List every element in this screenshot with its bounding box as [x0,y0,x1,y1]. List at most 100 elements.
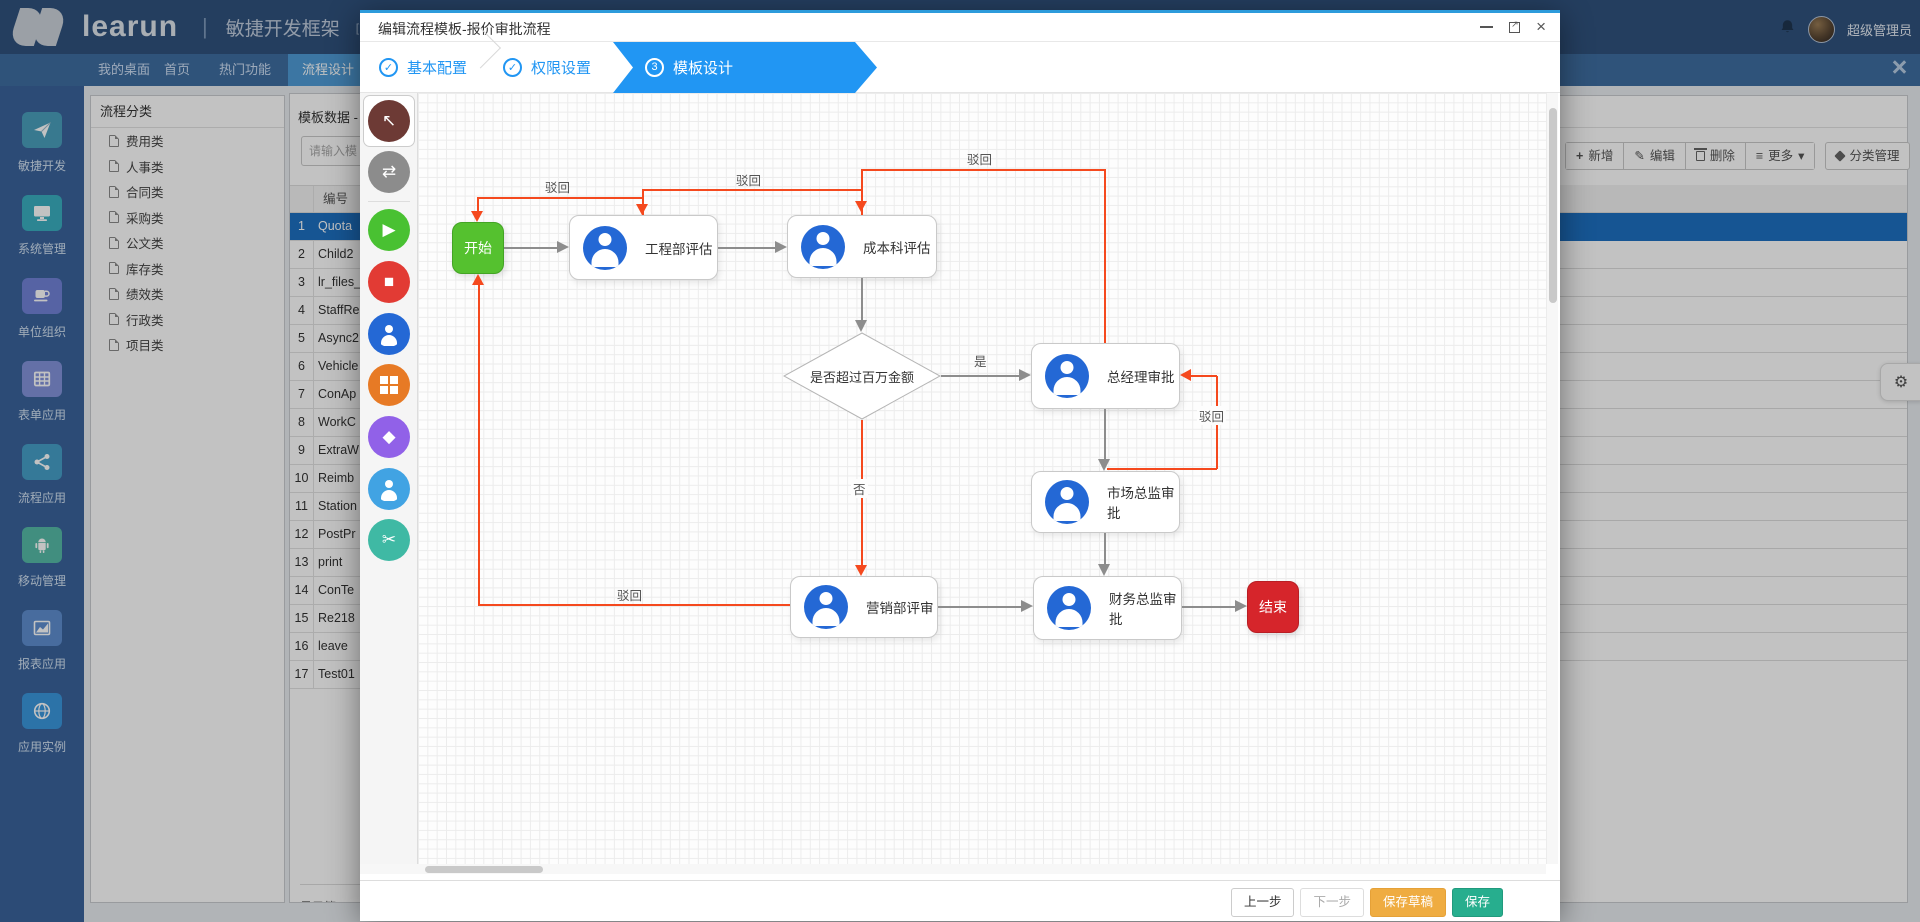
tab-4[interactable]: 流程设计 [288,54,369,86]
next-step-button[interactable]: 下一步 [1300,888,1364,917]
category-item[interactable]: 项目类 [91,332,284,358]
category-manage-button[interactable]: 分类管理 [1825,142,1911,170]
sidebar-item-label: 表单应用 [17,408,66,422]
tab-2[interactable]: 首页 [164,62,191,77]
edge-label: 驳回 [617,589,643,603]
category-item[interactable]: 费用类 [91,128,284,154]
template-search-input[interactable]: 请输入模 [301,136,365,166]
sidebar-item-4[interactable]: 表单应用 [0,361,84,423]
edit-button[interactable]: ✎编辑 [1624,142,1686,170]
category-item[interactable]: 绩效类 [91,281,284,307]
save-button[interactable]: 保存 [1451,888,1503,917]
start-node-tool[interactable]: ▶ [368,209,410,251]
category-item[interactable]: 采购类 [91,205,284,231]
condition-node-tool[interactable]: ◆ [368,416,410,458]
edge-label: 是 [974,355,987,369]
save-draft-button[interactable]: 保存草稿 [1369,888,1446,917]
end-node-tool[interactable]: ■ [368,261,410,303]
horizontal-scrollbar[interactable] [360,864,1546,874]
flow-node-start[interactable]: 开始 [452,222,504,274]
bell-icon[interactable] [1779,18,1796,41]
sidebar-item-7[interactable]: 报表应用 [0,610,84,672]
flow-edge-segment [941,375,1019,377]
sidebar-item-2[interactable]: 系统管理 [0,195,84,257]
vertical-scrollbar-thumb[interactable] [1549,108,1557,303]
edge-label: 否 [851,479,868,498]
split-node-tool[interactable]: ✂ [368,519,410,561]
pagination-text: 显示第 1 - 1 [300,884,365,902]
sidebar-item-6[interactable]: 移动管理 [0,527,84,589]
category-item[interactable]: 库存类 [91,256,284,282]
flow-edge-segment [1104,409,1106,459]
flow-node-eng-review[interactable]: 工程部评估 [569,215,718,280]
flow-node-sales-review[interactable]: 营销部评审 [790,576,938,638]
person-icon [1045,354,1089,398]
chart-icon [22,610,62,646]
flow-node-gm-approve[interactable]: 总经理审批 [1031,343,1180,409]
minimize-icon[interactable] [1480,26,1494,28]
add-button[interactable]: +新增 [1565,142,1625,170]
flow-canvas[interactable]: 开始 工程部评估 成本科评估是否超过百万金额 总经理审批市场总监审批营销部评审 财务总监… [418,93,1546,864]
vertical-scrollbar[interactable] [1546,93,1558,864]
flow-node-decision[interactable]: 是否超过百万金额 [782,332,942,420]
category-item[interactable]: 公文类 [91,230,284,256]
arrowhead-icon [1098,564,1110,576]
step-basic-config[interactable]: ✓ 基本配置 [379,42,467,93]
step-permission-config[interactable]: ✓ 权限设置 [503,42,591,93]
delete-button[interactable]: 删除 [1685,142,1746,170]
flow-node-market-director-approve[interactable]: 市场总监审批 [1031,471,1180,533]
logo-divider: | [202,14,208,39]
grid-node-tool[interactable] [368,364,410,406]
sidebar-item-5[interactable]: 流程应用 [0,444,84,506]
flow-node-end[interactable]: 结束 [1247,581,1299,633]
avatar[interactable] [1807,16,1835,43]
tab-1[interactable]: 我的桌面 [98,62,151,77]
pointer-tool[interactable]: ↖ [368,100,410,142]
sidebar-item-8[interactable]: 应用实例 [0,693,84,755]
prev-step-button[interactable]: 上一步 [1230,888,1295,917]
flow-node-cost-review[interactable]: 成本科评估 [787,215,937,278]
person-icon [801,224,845,269]
step-template-design[interactable]: 3 模板设计 [613,42,877,93]
sidebar-item-label: 应用实例 [17,740,66,754]
flow-edge-segment [1104,169,1106,343]
list-selected-row[interactable] [1501,213,1907,241]
connector-tool[interactable]: ⇄ [368,151,410,193]
flow-node-finance-director-approve[interactable]: 财务总监审批 [1033,576,1182,640]
category-item[interactable]: 合同类 [91,179,284,205]
file-icon [109,134,119,147]
check-icon: ✓ [379,58,398,77]
category-item[interactable]: 行政类 [91,307,284,333]
sidebar-item-1[interactable]: 敏捷开发 [0,112,84,174]
read-node-tool[interactable] [368,468,410,510]
logo[interactable]: learun | 敏捷开发框架 [简 [7,8,371,46]
sidebar-item-3[interactable]: 单位组织 [0,278,84,340]
dialog-footer: 上一步 下一步 保存草稿 保存 [360,880,1560,921]
tab-3[interactable]: 热门功能 [219,62,272,77]
template-table-header: 编号 [290,185,365,213]
category-item[interactable]: 人事类 [91,154,284,180]
row-settings-button[interactable]: ⚙ [1880,363,1920,401]
more-button[interactable]: ≡更多▾ [1745,142,1816,170]
horizontal-scrollbar-thumb[interactable] [425,865,543,873]
close-icon[interactable]: × [1536,17,1546,36]
maximize-icon[interactable] [1509,19,1521,33]
approver-node-tool[interactable] [368,313,410,355]
